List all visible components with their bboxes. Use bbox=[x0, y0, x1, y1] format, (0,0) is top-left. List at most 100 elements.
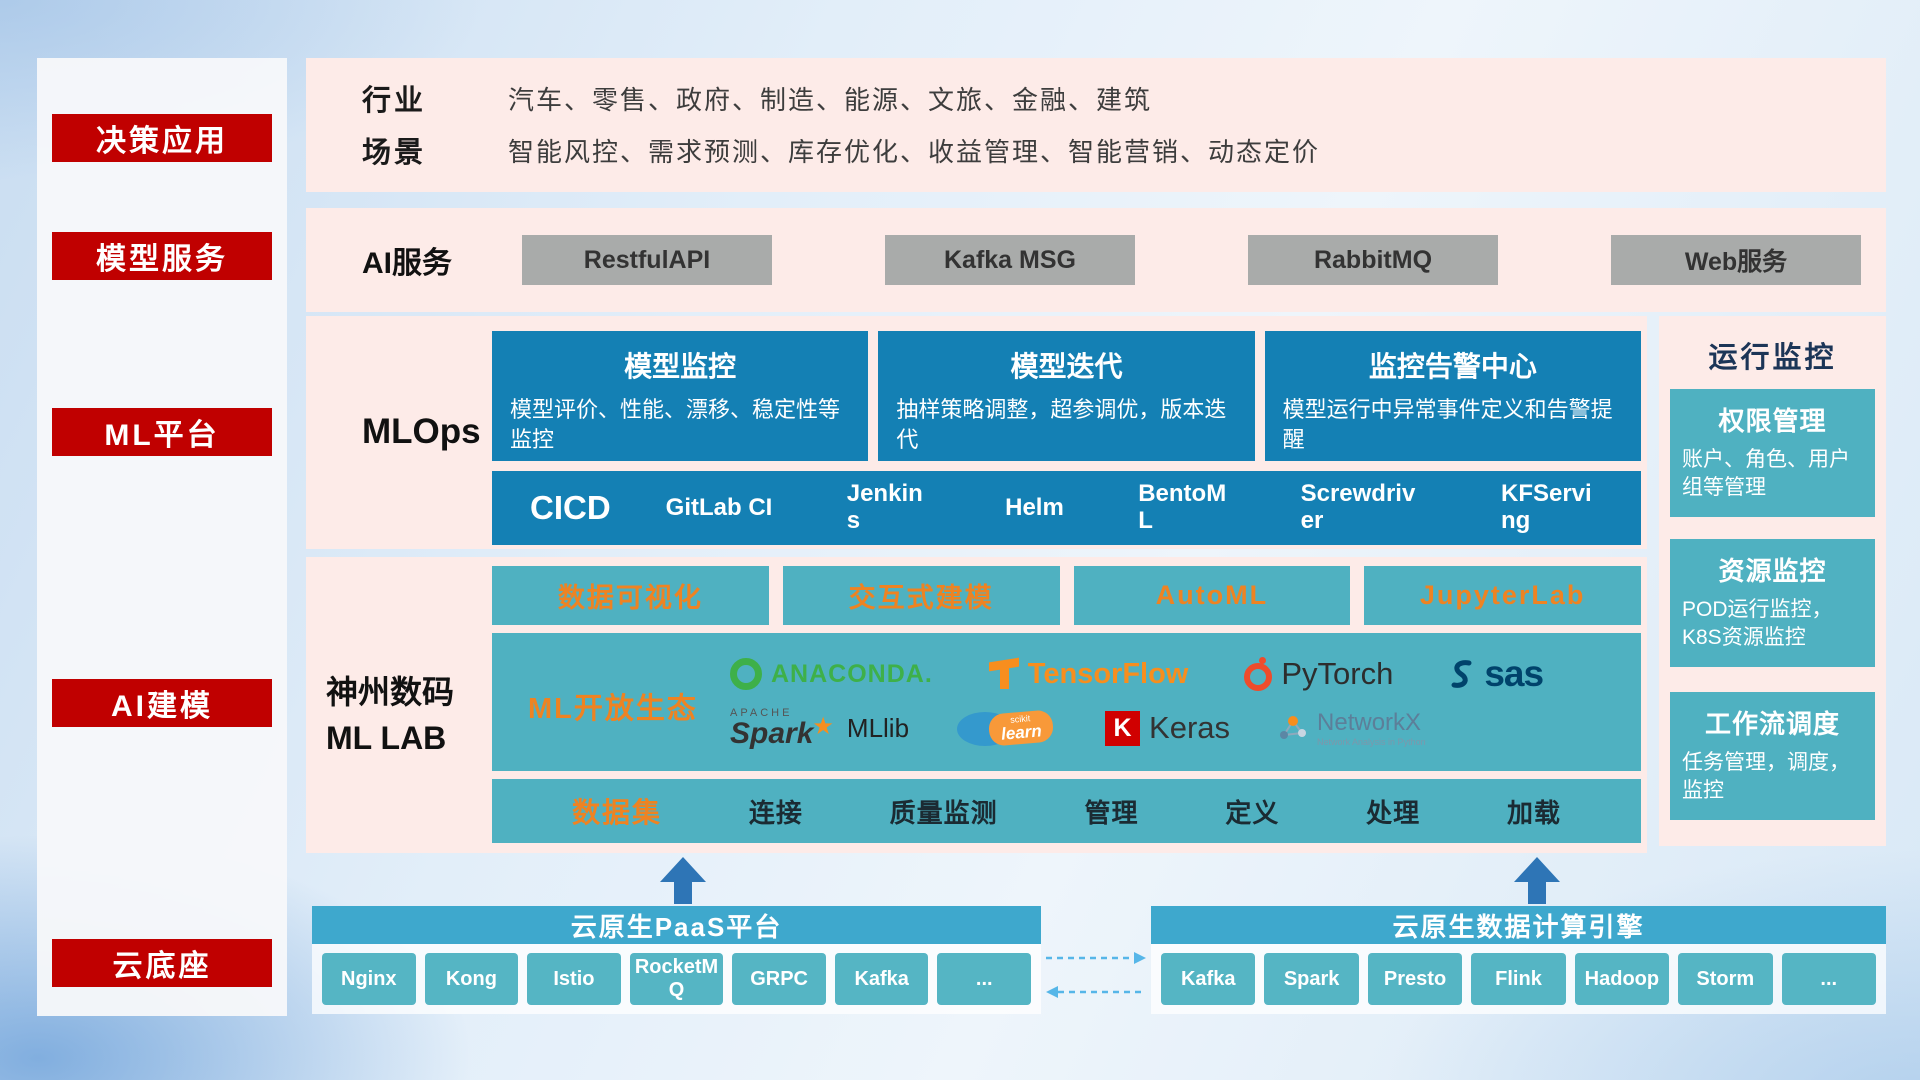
cicd-bar: CICD GitLab CI Jenkins Helm BentoML Scre… bbox=[492, 471, 1641, 545]
card-title: 资源监控 bbox=[1718, 556, 1827, 586]
card-desc: 任务管理，调度，监控 bbox=[1682, 751, 1850, 803]
paas-title: 云原生PaaS平台 bbox=[312, 906, 1041, 944]
tensorflow-logo: TensorFlow bbox=[988, 657, 1189, 691]
card-desc: POD运行监控，K8S资源监控 bbox=[1682, 598, 1833, 650]
spark-mllib-logo: APACHE Spark ★ MLlib bbox=[730, 706, 910, 749]
networkx-subtitle: Network Analysis in Python bbox=[1317, 736, 1426, 747]
rail-badge-model-service: 模型服务 bbox=[52, 232, 272, 280]
compute-presto: Presto bbox=[1367, 953, 1463, 1005]
industry-row: 行业 汽车、零售、政府、制造、能源、文旅、金融、建筑 bbox=[306, 72, 1886, 124]
sas-wordmark: sas bbox=[1484, 653, 1544, 694]
feature-jupyterlab: JupyterLab bbox=[1364, 566, 1641, 625]
ml-lab-label-line1: 神州数码 bbox=[326, 674, 455, 710]
ecosystem-logo-row-2: APACHE Spark ★ MLlib scikit learn bbox=[730, 705, 1633, 751]
card-desc: 模型运行中异常事件定义和告警提醒 bbox=[1282, 397, 1613, 452]
anaconda-icon bbox=[730, 658, 762, 690]
industry-label: 行业 bbox=[362, 85, 427, 117]
left-category-rail: 决策应用 模型服务 ML平台 AI建模 云底座 bbox=[37, 58, 287, 1016]
sas-swirl-icon bbox=[1451, 660, 1472, 688]
spark-star-icon: ★ bbox=[812, 712, 834, 740]
learn-text: learn bbox=[1000, 721, 1043, 744]
ai-service-restfulapi: RestfulAPI bbox=[522, 235, 772, 285]
networkx-logo: NetworkX Network Analysis in Python bbox=[1278, 709, 1426, 747]
ml-lab-label: 神州数码 ML LAB bbox=[326, 669, 454, 762]
scikit-learn-logo: scikit learn bbox=[957, 705, 1057, 751]
ecosystem-logo-row-1: ANACONDA. TensorFlow PyTorch sa bbox=[730, 653, 1633, 695]
ai-service-web: Web服务 bbox=[1611, 235, 1861, 285]
ai-service-panel: AI服务 RestfulAPI Kafka MSG RabbitMQ Web服务 bbox=[306, 208, 1886, 312]
mllib-wordmark: MLlib bbox=[846, 712, 910, 743]
ecosystem-logos: ANACONDA. TensorFlow PyTorch sa bbox=[730, 633, 1633, 771]
paas-kafka: Kafka bbox=[834, 953, 929, 1005]
tool-helm: Helm bbox=[1005, 493, 1064, 521]
ai-service-rabbitmq: RabbitMQ bbox=[1248, 235, 1498, 285]
compute-items: Kafka Spark Presto Flink Hadoop Storm ..… bbox=[1151, 944, 1886, 1014]
paas-more: ... bbox=[937, 953, 1032, 1005]
card-desc: 账户、角色、用户组等管理 bbox=[1682, 448, 1850, 500]
dataset-define: 定义 bbox=[1225, 797, 1280, 828]
card-permission-mgmt: 权限管理 账户、角色、用户组等管理 bbox=[1670, 389, 1875, 517]
cloud-paas-group: 云原生PaaS平台 Nginx Kong Istio RocketMQ GRPC… bbox=[312, 906, 1041, 1014]
feature-data-visualization: 数据可视化 bbox=[492, 566, 769, 625]
compute-flink: Flink bbox=[1471, 953, 1566, 1005]
runtime-monitoring-title: 运行监控 bbox=[1708, 342, 1837, 374]
ai-service-kafka-msg: Kafka MSG bbox=[885, 235, 1135, 285]
mlops-panel: MLOps 模型监控 模型评价、性能、漂移、稳定性等监控 模型迭代 抽样策略调整… bbox=[306, 316, 1647, 549]
feature-interactive-modeling: 交互式建模 bbox=[782, 566, 1060, 625]
dataset-connect: 连接 bbox=[748, 797, 803, 828]
paas-kong: Kong bbox=[424, 953, 519, 1005]
dataset-quality: 质量监测 bbox=[889, 797, 998, 828]
ai-service-label: AI服务 bbox=[362, 247, 452, 280]
anaconda-logo: ANACONDA. bbox=[730, 658, 933, 690]
mlops-cards: 模型监控 模型评价、性能、漂移、稳定性等监控 模型迭代 抽样策略调整，超参调优，… bbox=[492, 331, 1641, 461]
rail-badge-cloud-base: 云底座 bbox=[52, 939, 272, 987]
compute-spark: Spark bbox=[1264, 953, 1359, 1005]
rail-badge-decision-apps: 决策应用 bbox=[52, 114, 272, 162]
paas-istio: Istio bbox=[527, 953, 621, 1005]
networkx-graph-icon bbox=[1280, 716, 1307, 739]
pytorch-icon bbox=[1244, 657, 1273, 691]
ml-open-ecosystem: ML开放生态 ANACONDA. TensorFlow PyTorch bbox=[492, 633, 1641, 771]
industry-scenario-panel: 行业 汽车、零售、政府、制造、能源、文旅、金融、建筑 场景 智能风控、需求预测、… bbox=[306, 58, 1886, 192]
card-desc: 模型评价、性能、漂移、稳定性等监控 bbox=[510, 397, 841, 452]
tool-jenkins: Jenkins bbox=[846, 480, 923, 534]
dataset-bar: 数据集 连接 质量监测 管理 定义 处理 加载 bbox=[492, 779, 1641, 843]
apache-label: APACHE bbox=[730, 706, 793, 719]
paas-items: Nginx Kong Istio RocketMQ GRPC Kafka ... bbox=[312, 944, 1041, 1014]
dataset-load: 加载 bbox=[1506, 797, 1561, 828]
compute-storm: Storm bbox=[1678, 953, 1773, 1005]
paas-rocketmq: RocketMQ bbox=[629, 953, 724, 1005]
paas-grpc: GRPC bbox=[732, 953, 826, 1005]
card-alert-center: 监控告警中心 模型运行中异常事件定义和告警提醒 bbox=[1264, 331, 1641, 461]
compute-title: 云原生数据计算引擎 bbox=[1151, 906, 1886, 944]
card-title: 监控告警中心 bbox=[1368, 351, 1537, 382]
ecosystem-label: ML开放生态 bbox=[528, 693, 698, 725]
anaconda-wordmark: ANACONDA. bbox=[771, 659, 933, 688]
tool-bentoml: BentoML bbox=[1138, 480, 1227, 534]
tool-gitlab-ci: GitLab CI bbox=[665, 493, 773, 521]
card-model-monitoring: 模型监控 模型评价、性能、漂移、稳定性等监控 bbox=[492, 331, 869, 461]
dataset-process: 处理 bbox=[1366, 797, 1421, 828]
tool-kfserving: KFServing bbox=[1500, 480, 1592, 534]
up-arrow-paas bbox=[660, 857, 706, 904]
dataset-manage: 管理 bbox=[1084, 797, 1139, 828]
ai-service-buttons: RestfulAPI Kafka MSG RabbitMQ Web服务 bbox=[522, 235, 1861, 285]
runtime-monitoring-panel: 运行监控 权限管理 账户、角色、用户组等管理 资源监控 POD运行监控，K8S资… bbox=[1659, 316, 1886, 846]
sas-logo: sas bbox=[1449, 653, 1544, 695]
feature-automl: AutoML bbox=[1073, 566, 1351, 625]
paas-nginx: Nginx bbox=[322, 953, 416, 1005]
rail-badge-ai-modeling: AI建模 bbox=[52, 679, 272, 727]
up-arrow-compute bbox=[1514, 857, 1560, 904]
tensorflow-wordmark: TensorFlow bbox=[1027, 657, 1189, 690]
card-desc: 抽样策略调整，超参调优，版本迭代 bbox=[896, 397, 1227, 452]
scenario-row: 场景 智能风控、需求预测、库存优化、收益管理、智能营销、动态定价 bbox=[306, 124, 1886, 176]
keras-wordmark: Keras bbox=[1149, 710, 1231, 745]
cicd-tools: GitLab CI Jenkins Helm BentoML Screwdriv… bbox=[665, 480, 1603, 535]
tool-screwdriver: Screwdriver bbox=[1300, 480, 1416, 534]
mlops-label: MLOps bbox=[362, 412, 481, 451]
pytorch-wordmark: PyTorch bbox=[1281, 656, 1394, 691]
scenario-value: 智能风控、需求预测、库存优化、收益管理、智能营销、动态定价 bbox=[508, 136, 1321, 167]
dataset-label: 数据集 bbox=[572, 797, 663, 828]
compute-kafka: Kafka bbox=[1161, 953, 1256, 1005]
